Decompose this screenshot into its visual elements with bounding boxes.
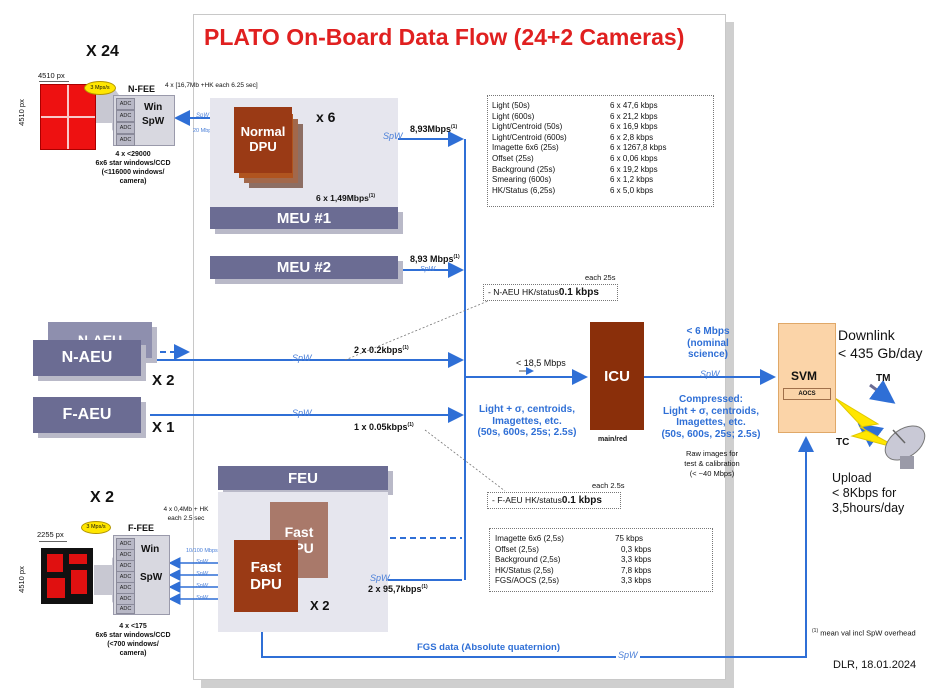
naeu-hk-each: each 25s	[585, 273, 616, 282]
feu-mult: X 2	[310, 598, 330, 613]
meu1-out-rate: 8,93Mbps(1)	[410, 124, 458, 134]
ffee-link-speed: 10/100 Mbps	[186, 548, 218, 554]
naeu-rate: 2 x 0.2kbps(1)	[354, 345, 409, 355]
meu-table: Light (50s)6 x 47,6 kbps Light (600s)6 x…	[487, 95, 714, 207]
table-row: Smearing (600s)6 x 1,2 kbps	[492, 175, 654, 185]
icu-box: ICU	[590, 322, 644, 430]
ncam-width: 4510 px	[38, 71, 65, 80]
table-row: Background (25s)6 x 19,2 kbps	[492, 164, 658, 174]
ncam-ccd	[40, 84, 96, 150]
meu1-mult: x 6	[316, 109, 336, 125]
fcam-rate-badge: 3 Mps/s	[81, 521, 111, 534]
fgs-line	[261, 436, 814, 658]
faeu-box: F-AEU	[33, 397, 141, 433]
faeu-hk-each: each 2.5s	[592, 481, 625, 490]
downlink-title: Downlink	[838, 327, 895, 343]
naeu-hk-box: - N-AEU HK/status0.1 kbps	[483, 284, 618, 301]
meu2-label: MEU #2	[210, 256, 398, 279]
meu1-inner-rate: 6 x 1,49Mbps(1)	[316, 193, 376, 203]
feu-table: Imagette 6x6 (2,5s)75 kbps Offset (2,5s)…	[489, 528, 713, 592]
fcam-ccd	[41, 548, 93, 604]
table-row: Light (600s)6 x 21,2 kbps	[492, 111, 658, 121]
ncam-rate-badge: 3 Mps/s	[84, 81, 116, 95]
tc-label: TC	[836, 437, 850, 448]
naeu-box: N-AEU	[33, 340, 141, 376]
ncam-width-arrow	[39, 81, 69, 82]
faeu-rate: 1 x 0.05kbps(1)	[354, 422, 414, 432]
aocs-box: AOCS	[783, 388, 831, 400]
icu-sub: main/red	[598, 436, 628, 443]
naeu-mult: X 2	[152, 372, 175, 389]
table-row: Background (2,5s)3,3 kbps	[495, 555, 652, 565]
ncam-height: 4510 px	[16, 99, 26, 126]
feu-out-rate: 2 x 95,7kbps(1)	[368, 584, 428, 594]
icu-out-compressed: Compressed:Light + σ, centroids,Imagette…	[661, 394, 761, 440]
nfee-link-speed: 20 Mbps	[193, 128, 215, 134]
svm-box: SVM AOCS	[778, 323, 836, 433]
footnote: (1) mean val incl SpW overhead	[812, 628, 916, 638]
fcam-width-arrow	[39, 541, 67, 542]
table-row: Light/Centroid (600s)6 x 2,8 kbps	[492, 132, 654, 142]
tm-arrow	[868, 379, 896, 404]
nfee-readout: 4 x [16,7Mb +HK each 6.25 sec]	[165, 82, 258, 89]
meu1-label: MEU #1	[210, 207, 398, 229]
tm-label: TM	[876, 373, 891, 384]
table-row: Imagette 6x6 (2,5s)75 kbps	[495, 534, 644, 543]
table-row: HK/Status (2,5s)7,8 kbps	[495, 565, 652, 575]
icu-products: Light + σ, centroids,Imagettes, etc.(50s…	[477, 404, 577, 438]
table-row: HK/Status (6,25s)6 x 5,0 kbps	[492, 185, 654, 195]
diagram-title: PLATO On-Board Data Flow (24+2 Cameras)	[204, 24, 685, 50]
nfee-label: N-FEE	[128, 84, 155, 94]
dish-antenna-icon	[884, 425, 926, 469]
fgs-label: FGS data (Absolute quaternion)	[417, 642, 561, 653]
ncam-count: X 24	[86, 43, 119, 60]
fcam-width: 2255 px	[37, 530, 64, 539]
table-row: FGS/AOCS (2,5s)3,3 kbps	[495, 576, 652, 586]
faeu-hk-box: - F-AEU HK/status0.1 kbps	[487, 492, 621, 509]
table-row: Offset (2,5s)0,3 kbps	[495, 544, 652, 554]
feu-label: FEU	[218, 466, 388, 490]
meu2-out-rate: 8,93 Mbps(1)	[410, 254, 460, 264]
nfee-box: ADC ADC ADC ADC Win SpW	[113, 95, 175, 146]
table-row: Offset (25s)6 x 0,06 kbps	[492, 153, 658, 163]
table-row: Light/Centroid (50s)6 x 16,9 kbps	[492, 122, 658, 132]
faeu-mult: X 1	[152, 419, 175, 436]
table-row: Light (50s)6 x 47,6 kbps	[492, 101, 658, 110]
fcam-count: X 2	[90, 489, 115, 506]
ffee-label: F-FEE	[128, 523, 154, 533]
ffee-box: ADC ADC ADC ADC ADC ADC ADC Win SpW	[113, 535, 170, 615]
icu-in-rate: < 18,5 Mbps	[516, 358, 566, 368]
downlink-rate: < 435 Gb/day	[838, 345, 923, 361]
credit: DLR, 18.01.2024	[833, 659, 917, 671]
table-row: Imagette 6x6 (25s)6 x 1267,8 kbps	[492, 143, 667, 153]
fcam-height: 4510 px	[16, 566, 26, 593]
